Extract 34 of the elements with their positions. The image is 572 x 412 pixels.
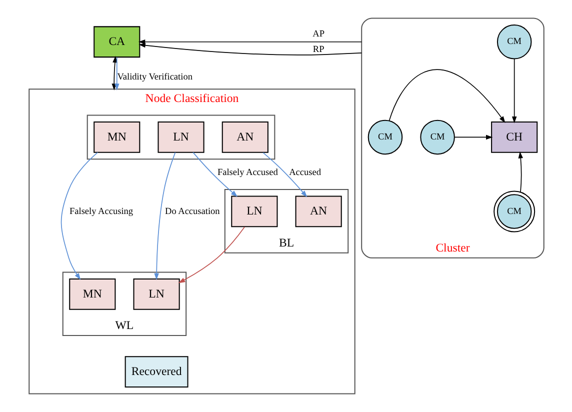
node-box: LN xyxy=(157,122,204,153)
node-box: CA xyxy=(93,26,140,58)
arrow xyxy=(114,56,119,90)
arrow xyxy=(138,40,362,44)
arrow xyxy=(60,152,98,280)
node-box: MN xyxy=(68,278,116,310)
edge-label: Do Accusation xyxy=(164,206,220,217)
arrow xyxy=(178,226,244,284)
arrow xyxy=(262,152,307,198)
node-circle: CM xyxy=(367,120,402,155)
edge-label: Accused xyxy=(288,168,321,178)
node-box: CH xyxy=(490,122,538,153)
node-box: AN xyxy=(294,196,342,228)
cluster xyxy=(86,114,275,160)
node-circle: CM xyxy=(420,120,454,155)
arrow xyxy=(154,152,176,280)
edge-label: Validity Verification xyxy=(116,72,192,83)
node-box: LN xyxy=(230,196,278,228)
edge-label: RP xyxy=(312,44,324,55)
edge-label: AP xyxy=(312,30,324,40)
arrow xyxy=(518,151,522,193)
node-box: MN xyxy=(93,122,140,153)
edge-label: Falsely Accusing xyxy=(68,206,133,217)
edge-label: Falsely Accused xyxy=(216,168,278,178)
node-box: LN xyxy=(132,278,180,310)
node-box: Recovered xyxy=(124,356,188,388)
node-box: AN xyxy=(221,122,268,153)
node-circle: CM xyxy=(493,190,535,232)
arrow xyxy=(511,58,516,124)
node-circle: CM xyxy=(496,24,532,60)
arrow xyxy=(138,42,362,56)
arrow xyxy=(454,134,492,140)
arrow xyxy=(388,69,505,124)
arrow xyxy=(192,152,238,197)
